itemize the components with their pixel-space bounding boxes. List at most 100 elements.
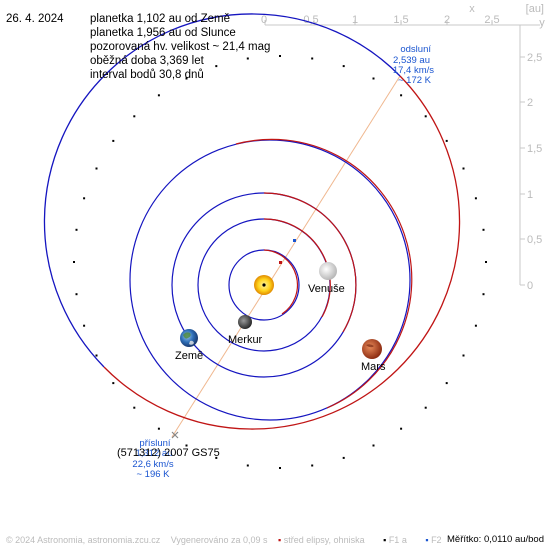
orbit-point (462, 167, 465, 170)
venus-label: Venuše (308, 283, 345, 295)
orbit-point (133, 115, 136, 118)
orbit-point (485, 261, 487, 263)
mars-label: Mars (361, 361, 386, 373)
x-tick-label: 2 (444, 14, 450, 26)
orbit-point (424, 115, 427, 118)
x-tick-label: 2,5 (484, 14, 499, 26)
planet-orbits (129, 138, 413, 421)
info-line: oběžná doba 3,369 let (90, 55, 204, 67)
mars-icon (362, 339, 382, 359)
info-line: pozorovaná hv. velikost ~ 21,4 mag (90, 41, 271, 53)
orbit-point (185, 444, 188, 447)
orbit-point (424, 406, 427, 409)
asteroid-label: (571312) 2007 GS75 (117, 447, 220, 459)
orbit-point (215, 456, 218, 459)
y-axis-label: y (539, 17, 545, 29)
mars-orbit (129, 139, 411, 421)
orbit-point (157, 427, 160, 430)
asteroid-orbit (43, 13, 461, 430)
earth-label: Země (175, 350, 203, 362)
legend-f2: ▪ F2 (425, 535, 442, 545)
perihelion-annotation: přísluní 1,312 au 22,6 km/s ~ 196 K (132, 438, 173, 480)
y-tick-label: 0 (527, 280, 533, 292)
orbit-point (246, 57, 249, 60)
orbit-point (157, 94, 160, 97)
ellipse-center-marker (279, 261, 282, 264)
orbit-point (474, 197, 477, 200)
orbit-point (474, 324, 477, 327)
asteroid-orbit-far (43, 13, 401, 368)
orbit-point (133, 406, 136, 409)
date-label: 26. 4. 2024 (6, 13, 64, 25)
orbit-point (311, 57, 314, 60)
orbit-point (95, 354, 98, 357)
orbit-point (185, 77, 188, 80)
footer: © 2024 Astronomia, astronomia.zcu.cz Vyg… (6, 535, 458, 545)
orbit-point (73, 261, 75, 263)
mercury-icon (238, 315, 252, 329)
sun-icon (254, 275, 274, 295)
asteroid-icon (171, 431, 179, 439)
orbit-point (279, 55, 281, 57)
scale-label: Měřítko: 0,0110 au/bod (447, 534, 544, 545)
venus-orbit-arc (263, 218, 331, 318)
y-tick-label: 2,5 (527, 52, 542, 64)
orbit-point (279, 467, 281, 469)
orbit-point (482, 293, 485, 296)
asteroid-orbit-near (103, 75, 461, 430)
orbit-point (372, 444, 375, 447)
aphelion-speed: 17,4 km/s (393, 65, 434, 76)
x-tick-label: 1 (352, 14, 358, 26)
orbit-point (462, 354, 465, 357)
orbit-point (112, 139, 115, 142)
orbit-point (342, 65, 345, 68)
orbit-point (75, 228, 78, 231)
perihelion-title: přísluní (139, 438, 171, 449)
aphelion-annotation: odsluní 2,539 au 17,4 km/s ~ 172 K (393, 44, 434, 86)
orbit-point (215, 65, 218, 68)
y-tick-label: 1,5 (527, 143, 542, 155)
mercury-orbit-arc (263, 249, 299, 315)
venus-icon (319, 262, 337, 280)
info-line: interval bodů 30,8 dnů (90, 69, 204, 81)
perihelion-distance: 1,312 au (136, 448, 173, 459)
orbit-points (73, 55, 487, 469)
apsis-line (171, 75, 401, 438)
orbit-point (400, 427, 403, 430)
earth-orbit-arc (263, 192, 357, 333)
orbit-point (342, 456, 345, 459)
legend-f1: ▪ F1 a (383, 535, 407, 545)
info-line: planetka 1,956 au od Slunce (90, 27, 236, 39)
orbit-point (311, 464, 314, 467)
orbit-point (83, 197, 86, 200)
orbit-point (445, 139, 448, 142)
y-axis: 2,5 2 1,5 1 0,5 0 y (519, 17, 545, 292)
copyright-link[interactable]: © 2024 Astronomia, astronomia.zcu.cz (6, 535, 161, 545)
axis-unit: [au] (526, 3, 544, 15)
focus-f2-marker (293, 239, 296, 242)
x-tick-label: 0 (261, 14, 267, 26)
mercury-label: Merkur (228, 334, 263, 346)
orbit-point (112, 382, 115, 385)
x-axis: 0 0,5 1 1,5 2 2,5 x [au] (261, 3, 544, 26)
info-panel: planetka 1,102 au od Země planetka 1,956… (90, 12, 270, 82)
aphelion-distance: 2,539 au (393, 55, 430, 66)
orbit-point (75, 293, 78, 296)
y-tick-label: 2 (527, 97, 533, 109)
earth-icon (180, 329, 198, 347)
orbit-point (400, 94, 403, 97)
y-tick-label: 1 (527, 189, 533, 201)
orbit-point (246, 464, 249, 467)
orbit-point (445, 382, 448, 385)
aphelion-temp: ~ 172 K (398, 75, 432, 86)
perihelion-speed: 22,6 km/s (132, 459, 173, 470)
x-axis-label: x (469, 3, 475, 15)
orbit-point (372, 77, 375, 80)
orbit-point (95, 167, 98, 170)
generated-time: Vygenerováno za 0,09 s (170, 535, 268, 545)
orbit-point (83, 324, 86, 327)
aphelion-title: odsluní (400, 44, 431, 55)
legend-center: ▪ střed elipsy, ohniska (277, 535, 365, 545)
info-line: planetka 1,102 au od Země (90, 13, 231, 25)
